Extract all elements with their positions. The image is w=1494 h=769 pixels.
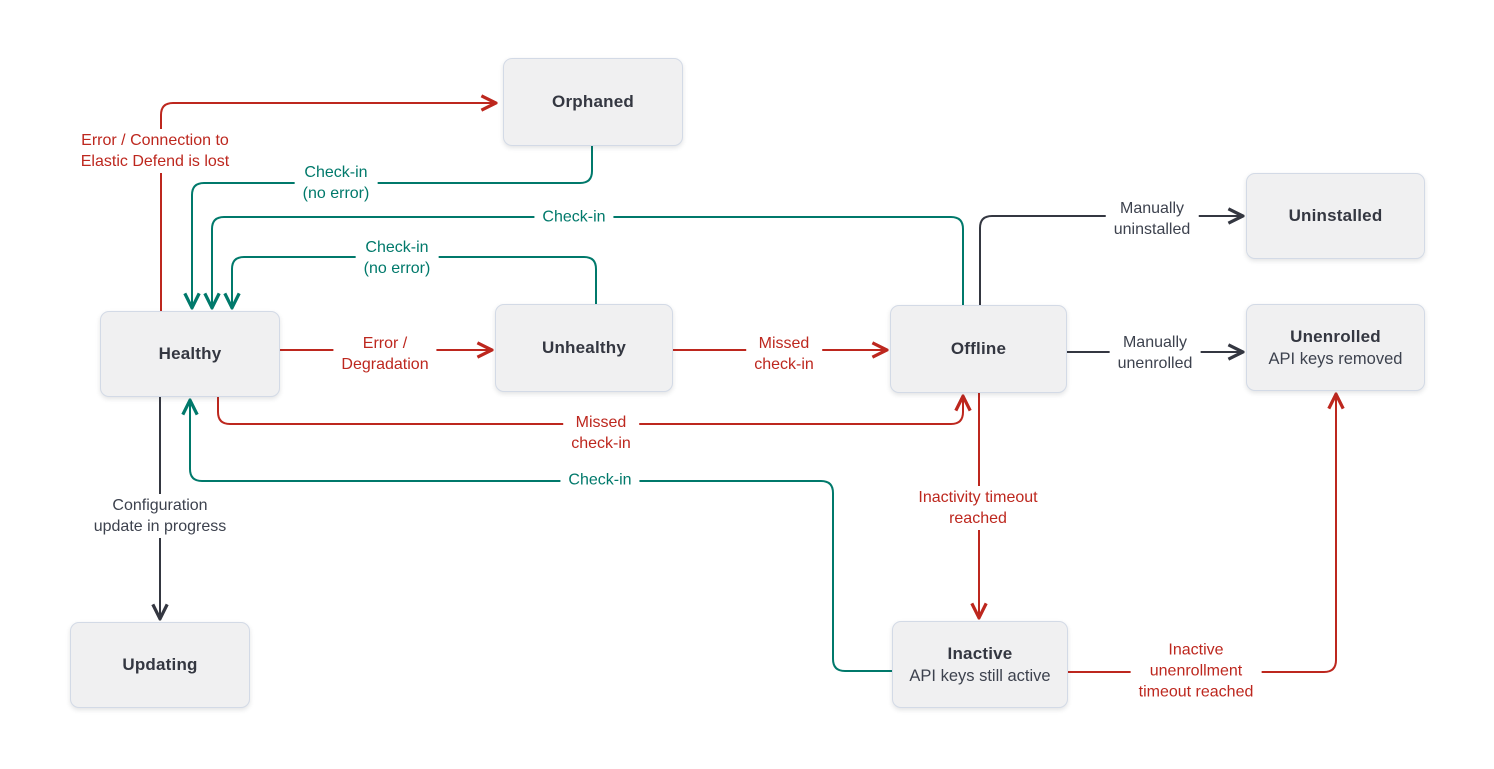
edge-label-checkin-inactive: Check-in: [560, 468, 640, 492]
node-unhealthy: Unhealthy: [495, 304, 673, 392]
node-offline-title: Offline: [950, 339, 1007, 358]
node-uninstalled-title: Uninstalled: [1288, 206, 1383, 225]
edge-label-manually-unenrolled: Manually unenrolled: [1109, 331, 1201, 375]
edge-label-missed-checkin-unhealthy: Missed check-in: [746, 332, 822, 376]
edge-label-missed-checkin-healthy: Missed check-in: [563, 411, 639, 455]
node-updating: Updating: [70, 622, 250, 708]
edge-offline-healthy: [212, 216, 964, 306]
edge-label-configuration-update: Configuration update in progress: [85, 494, 235, 538]
edge-orphaned-healthy: [192, 146, 593, 306]
edge-offline-uninstalled: [979, 216, 1241, 305]
edge-healthy-orphaned: [160, 103, 494, 311]
node-orphaned: Orphaned: [503, 58, 683, 146]
edge-label-inactive-unenrollment-timeout: Inactive unenrollment timeout reached: [1130, 638, 1262, 704]
edge-label-manually-uninstalled: Manually uninstalled: [1105, 197, 1199, 241]
edge-label-error-connection-lost: Error / Connection to Elastic Defend is …: [72, 129, 238, 173]
edge-label-checkin-no-error-orphaned: Check-in (no error): [294, 161, 378, 205]
node-unenrolled: Unenrolled API keys removed: [1246, 304, 1425, 391]
edge-inactive-unenrolled: [1068, 396, 1336, 673]
edge-label-error-degradation: Error / Degradation: [333, 332, 437, 376]
node-orphaned-title: Orphaned: [552, 92, 634, 111]
node-inactive: Inactive API keys still active: [892, 621, 1068, 708]
edge-label-inactivity-timeout: Inactivity timeout reached: [910, 486, 1046, 530]
node-unenrolled-subtitle: API keys removed: [1268, 349, 1403, 368]
node-unenrolled-title: Unenrolled: [1290, 326, 1381, 346]
node-inactive-subtitle: API keys still active: [909, 666, 1051, 685]
node-inactive-title: Inactive: [947, 643, 1013, 663]
edge-inactive-healthy: [190, 402, 892, 672]
edge-label-checkin-no-error-unhealthy: Check-in (no error): [355, 236, 439, 280]
node-healthy-title: Healthy: [158, 344, 222, 363]
node-uninstalled: Uninstalled: [1246, 173, 1425, 259]
node-updating-title: Updating: [122, 655, 198, 674]
edge-label-checkin-offline: Check-in: [534, 205, 614, 229]
node-unhealthy-title: Unhealthy: [542, 338, 626, 357]
node-healthy: Healthy: [100, 311, 280, 397]
node-offline: Offline: [890, 305, 1067, 393]
